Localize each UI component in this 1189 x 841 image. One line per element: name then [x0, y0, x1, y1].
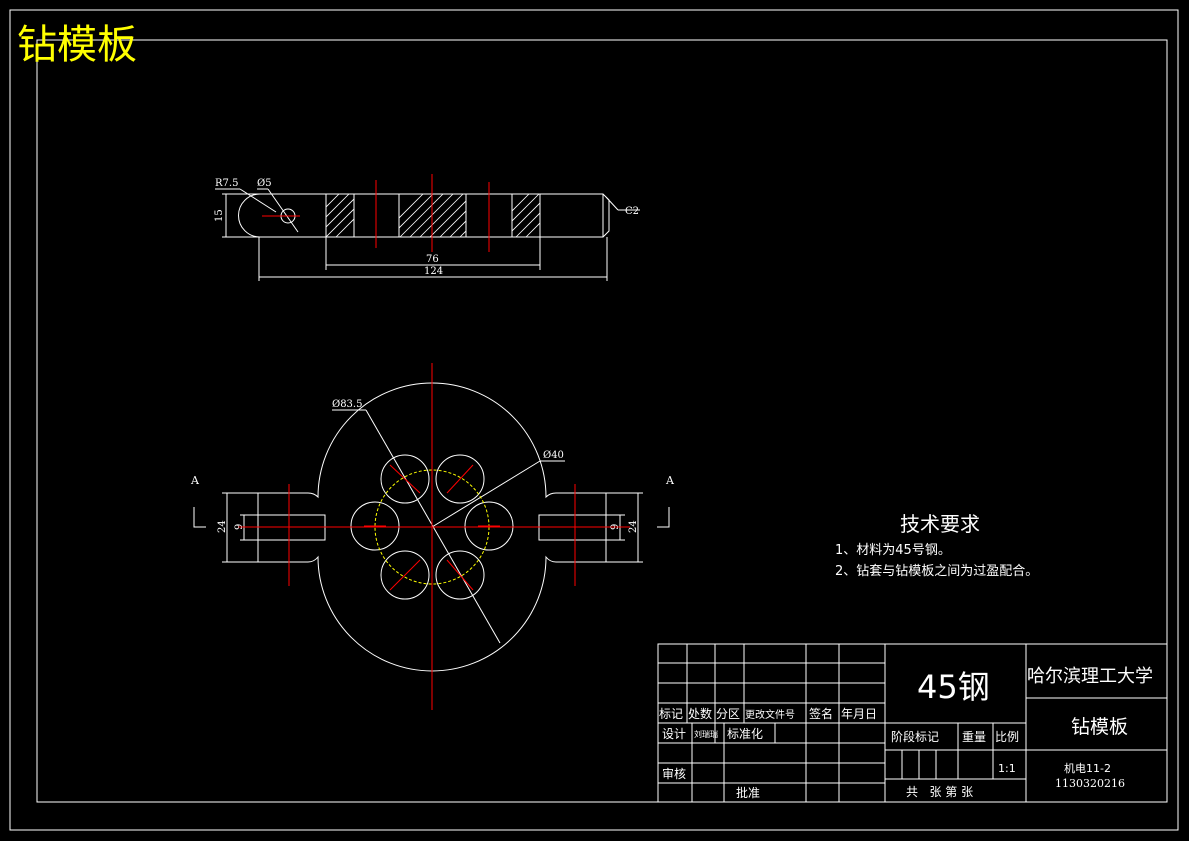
- section-view: [215, 188, 640, 281]
- bore-hole-2: [435, 454, 485, 504]
- part-name: 钻模板: [1071, 716, 1128, 738]
- tech-item-2: 2、钻套与钻模板之间为过盈配合。: [835, 563, 1038, 579]
- plate-outline: [257, 382, 607, 672]
- bore-hole-5: [380, 550, 430, 600]
- chamfer-label: C2: [625, 206, 639, 217]
- section-dim-labels: R7.5 Ø5 15 76 124 C2: [214, 178, 639, 277]
- total-length-label: 124: [424, 266, 443, 277]
- pcd-label: Ø40: [543, 450, 564, 461]
- header-change-doc: 更改文件号: [745, 708, 795, 721]
- header-date: 年月日: [841, 707, 877, 721]
- header-count: 处数: [688, 706, 712, 721]
- outer-dia-label: Ø83.5: [332, 399, 362, 410]
- title-block: [657, 643, 1168, 803]
- bore-hole-6: [350, 501, 400, 551]
- designer-name: 刘瑞瑞: [694, 729, 718, 739]
- header-sign: 签名: [809, 706, 833, 721]
- standardize-label: 标准化: [727, 727, 763, 741]
- design-label: 设计: [662, 727, 686, 741]
- inner-length-label: 76: [426, 254, 439, 265]
- plan-centerlines: [238, 363, 630, 710]
- scale-label: 比例: [995, 730, 1019, 744]
- section-mark-right: A: [665, 474, 675, 487]
- review-label: 审核: [662, 766, 686, 781]
- scale-value: 1:1: [998, 762, 1016, 775]
- class-label: 机电11-2: [1064, 761, 1111, 775]
- stage-label: 阶段标记: [891, 729, 939, 744]
- weight-label: 重量: [962, 730, 986, 744]
- sheet-title: 钻模板: [17, 22, 137, 68]
- student-id: 1130320216: [1055, 777, 1125, 790]
- left-slot-label: 9: [234, 524, 245, 530]
- tech-requirements: 技术要求 1、材料为45号钢。 2、钻套与钻模板之间为过盈配合。: [835, 512, 1038, 579]
- height-label: 15: [214, 209, 225, 222]
- sheets-label: 共 张 第 张: [906, 785, 973, 799]
- hatch-left: [325, 193, 355, 238]
- bore-hole-1: [380, 454, 430, 504]
- plan-dim-labels: Ø83.5 Ø40 24 9 24 9 A A: [190, 399, 675, 533]
- approve-label: 批准: [736, 785, 760, 800]
- bore-hole-4: [435, 550, 485, 600]
- school-name: 哈尔滨理工大学: [1027, 666, 1153, 687]
- tech-heading: 技术要求: [900, 512, 980, 536]
- tech-item-1: 1、材料为45号钢。: [835, 543, 951, 558]
- inner-border: [36, 39, 1168, 803]
- title-block-text: 45钢 哈尔滨理工大学 钻模板 标记 处数 分区 更改文件号 签名 年月日 设计…: [659, 666, 1153, 800]
- outer-border: [9, 9, 1179, 831]
- hatch-right: [511, 193, 541, 238]
- section-outline: [238, 193, 610, 238]
- left-width-label: 24: [217, 520, 228, 533]
- right-slot-label: 9: [610, 524, 621, 530]
- section-mark-left: A: [190, 474, 200, 487]
- section-centerlines: [262, 174, 490, 252]
- right-width-label: 24: [628, 520, 639, 533]
- material-value: 45钢: [917, 668, 990, 706]
- radius-label: R7.5: [215, 178, 238, 189]
- header-mark: 标记: [659, 707, 683, 721]
- bore-hole-3: [464, 501, 514, 551]
- hole-label: Ø5: [257, 178, 272, 189]
- header-zone: 分区: [716, 707, 740, 721]
